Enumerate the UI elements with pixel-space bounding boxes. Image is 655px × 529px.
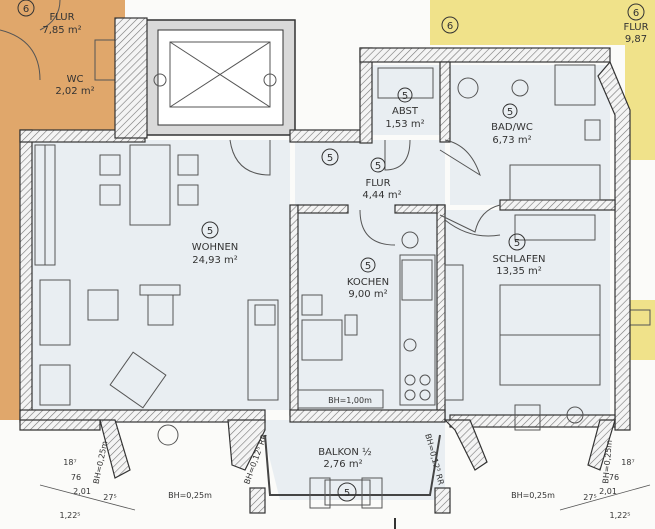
schlafen-furniture <box>444 214 601 431</box>
svg-text:WOHNEN: WOHNEN <box>192 242 239 253</box>
svg-text:BALKON ½: BALKON ½ <box>318 446 372 458</box>
svg-text:2,01: 2,01 <box>73 487 91 496</box>
svg-text:ABST: ABST <box>392 106 419 117</box>
svg-text:BH=0,25m: BH=0,25m <box>601 439 614 484</box>
balkon-railing <box>264 434 441 509</box>
svg-text:BAD/WC: BAD/WC <box>491 122 533 133</box>
kochen-furniture <box>297 231 436 409</box>
svg-text:9,87: 9,87 <box>625 34 647 45</box>
svg-text:76: 76 <box>609 473 619 482</box>
svg-text:13,35 m²: 13,35 m² <box>496 266 542 277</box>
svg-text:BH=0,25m: BH=0,25m <box>511 491 555 500</box>
room-label-flur: 5 5 FLUR 4,44 m² <box>321 148 402 201</box>
svg-text:BH=1,00m: BH=1,00m <box>328 396 372 405</box>
svg-text:WC: WC <box>67 74 84 85</box>
svg-text:5: 5 <box>344 488 350 499</box>
neighbor-flur-label: 6 FLUR 7,85 m² <box>17 0 82 36</box>
svg-text:SCHLAFEN: SCHLAFEN <box>492 254 545 265</box>
svg-text:FLUR: FLUR <box>365 178 390 189</box>
svg-text:6,73 m²: 6,73 m² <box>492 135 531 146</box>
svg-text:5: 5 <box>365 261 371 272</box>
room-label-bad: 5 BAD/WC 6,73 m² <box>491 103 533 146</box>
svg-text:FLUR: FLUR <box>623 22 648 33</box>
svg-text:6: 6 <box>23 4 29 15</box>
svg-text:5: 5 <box>375 161 381 172</box>
neighbor-wc-label: WC 2,02 m² <box>55 74 94 97</box>
stair-core <box>144 19 296 136</box>
room-label-wohnen: 5 WOHNEN 24,93 m² <box>192 221 239 266</box>
doors <box>229 139 501 246</box>
svg-text:5: 5 <box>514 238 520 249</box>
svg-text:18⁷: 18⁷ <box>621 458 634 467</box>
svg-text:5: 5 <box>327 153 333 164</box>
svg-text:2,76 m²: 2,76 m² <box>323 459 362 470</box>
svg-text:9,00 m²: 9,00 m² <box>348 289 387 300</box>
svg-text:2,01: 2,01 <box>599 487 617 496</box>
bad-furniture <box>377 64 601 201</box>
room-label-kochen: 5 KOCHEN 9,00 m² <box>347 257 389 300</box>
wohnen-furniture <box>34 144 279 446</box>
room-label-balkon: BALKON ½ 2,76 m² 5 <box>318 446 372 502</box>
neighbor-right-flur-label: 6 FLUR 9,87 <box>623 3 649 45</box>
svg-text:1,22⁵: 1,22⁵ <box>59 511 80 520</box>
svg-text:BH=0,25m: BH=0,25m <box>168 491 212 500</box>
svg-text:6: 6 <box>633 8 639 19</box>
room-label-schlafen: 5 SCHLAFEN 13,35 m² <box>492 233 546 277</box>
svg-text:1,22⁵: 1,22⁵ <box>609 511 630 520</box>
svg-text:BH=0,25m: BH=0,25m <box>92 440 110 485</box>
svg-text:1,53 m²: 1,53 m² <box>385 119 424 130</box>
svg-text:5: 5 <box>507 107 513 118</box>
walls <box>19 17 631 514</box>
svg-text:18⁷: 18⁷ <box>63 458 76 467</box>
svg-text:5: 5 <box>402 91 408 102</box>
svg-text:7,85 m²: 7,85 m² <box>42 25 81 36</box>
svg-text:KOCHEN: KOCHEN <box>347 277 389 288</box>
svg-text:6: 6 <box>447 21 453 32</box>
svg-text:24,93 m²: 24,93 m² <box>192 255 238 266</box>
svg-text:2,02 m²: 2,02 m² <box>55 86 94 97</box>
svg-text:FLUR: FLUR <box>49 12 74 23</box>
svg-text:27⁵: 27⁵ <box>583 493 596 502</box>
svg-text:76: 76 <box>71 473 81 482</box>
room-label-abst: 5 ABST 1,53 m² <box>385 87 425 130</box>
svg-text:4,44 m²: 4,44 m² <box>362 190 401 201</box>
svg-text:5: 5 <box>207 226 213 237</box>
svg-text:27⁵: 27⁵ <box>103 493 116 502</box>
stair-badge: 6 <box>441 16 459 34</box>
room-fills <box>30 65 610 500</box>
